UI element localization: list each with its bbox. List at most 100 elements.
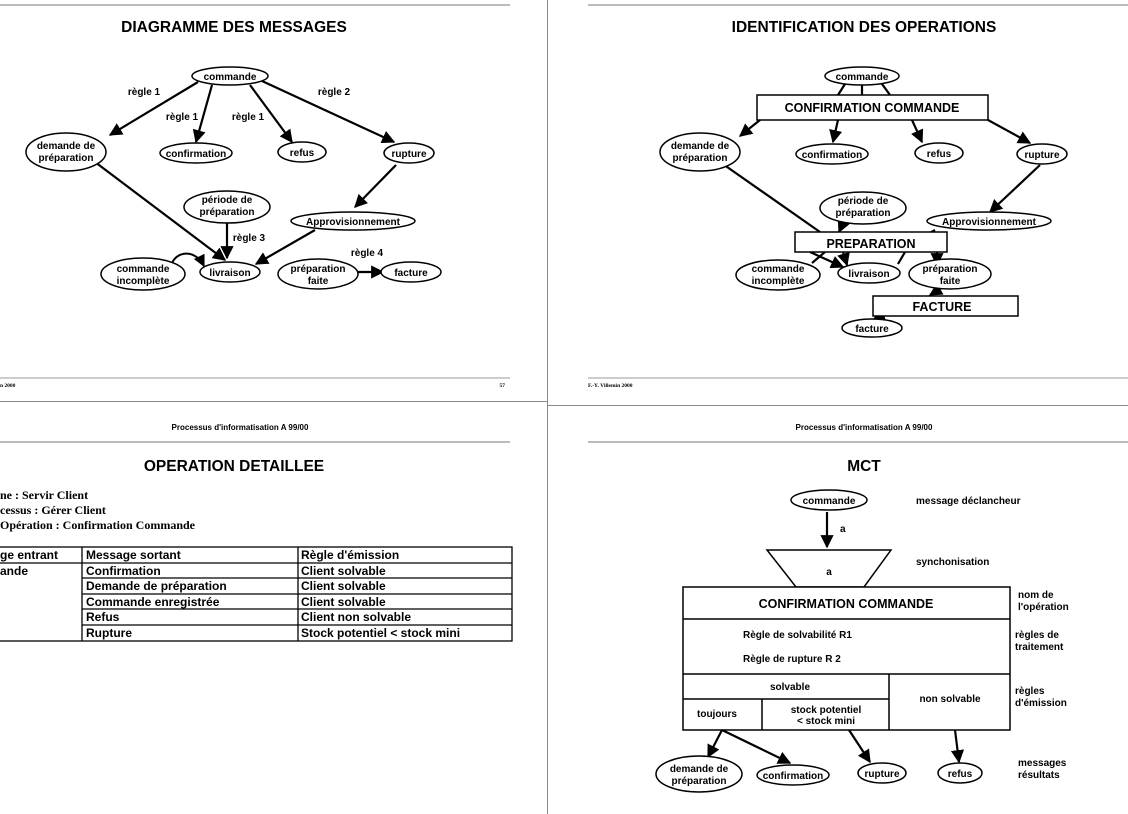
legend-emission-line1: règles [1015,686,1045,697]
node-demande-line1: demande de [37,141,96,152]
vertical-divider [547,0,548,814]
emission-non-solvable: non solvable [919,694,981,705]
table-header-entrant: ge entrant [0,548,58,562]
slide-operation-detaillee: Processus d'informatisation A 99/00 OPER… [0,402,547,814]
node-prepfaite-line2: faite [308,276,329,287]
table-cell: Confirmation [86,564,161,578]
operation-box [682,586,1011,731]
node-rupture: rupture [392,149,427,160]
process-line: cessus : Gérer Client [0,503,106,517]
node-periode-line2: préparation [835,208,890,219]
domain-line: ne : Servir Client [0,488,88,502]
legend-emission-line2: d'émission [1015,698,1067,709]
rule-label-1c: règle 1 [232,112,265,123]
operation-detail-slide: Processus d'informatisation A 99/00 OPER… [0,423,513,642]
op-confirmation-commande: CONFIRMATION COMMANDE [785,101,960,115]
legend-messages-line1: messages [1018,758,1067,769]
table-cell: ande [0,564,28,578]
node-facture: facture [855,324,889,335]
node-confirmation: confirmation [802,150,863,161]
result-refus: refus [948,769,973,780]
trigger-message-commande: commande [803,496,856,507]
node-incomplete-line1: commande [117,264,170,275]
table-cell: Refus [86,610,120,624]
node-periode-line1: période de [202,195,253,206]
operation-name: CONFIRMATION COMMANDE [759,597,934,611]
op-box-confirmation [756,94,989,121]
legend-declencheur: message déclancheur [916,496,1021,507]
result-demande-line1: demande de [670,764,729,775]
legend-regles-line2: traitement [1015,642,1064,653]
node-demande-line2: préparation [672,153,727,164]
node-incomplete-line1: commande [752,264,805,275]
node-periode-line2: préparation [199,207,254,218]
node-incomplete-line2: incomplète [752,276,805,287]
legend-nom-line2: l'opération [1018,602,1069,613]
legend-synchronisation: synchonisation [916,557,989,568]
node-demande-line2: préparation [38,153,93,164]
table-header-sortant: Message sortant [86,548,181,562]
rule-rupture: Règle de rupture R 2 [743,654,841,665]
node-rupture: rupture [1025,150,1060,161]
rule-label-1a: règle 1 [128,87,161,98]
page-number: 57 [500,383,506,389]
slide-header: Processus d'informatisation A 99/00 [796,423,933,432]
op-facture: FACTURE [912,300,971,314]
horizontal-divider-left [0,401,547,402]
emission-stock-line2: < stock mini [797,716,855,727]
table-cell: Rupture [86,626,132,640]
emission-stock-line1: stock potentiel [791,705,862,716]
node-commande: commande [836,72,889,83]
legend-messages-line2: résultats [1018,770,1060,781]
emission-toujours: toujours [697,709,737,720]
table-cell: Client solvable [301,595,386,609]
slide-mct: Processus d'informatisation A 99/00 MCT … [548,406,1128,814]
table-cell: Stock potentiel < stock mini [301,626,460,640]
node-livraison: livraison [848,269,889,280]
result-demande-line2: préparation [671,776,726,787]
legend-regles-line1: règles de [1015,630,1059,641]
slide-header: Processus d'informatisation A 99/00 [172,423,309,432]
node-periode-line1: période de [838,196,889,207]
operations-diagram: IDENTIFICATION DES OPERATIONS [588,4,1128,389]
node-refus: refus [927,149,952,160]
node-refus: refus [290,148,315,159]
horizontal-divider-right [548,405,1128,406]
node-commande: commande [204,72,257,83]
slide-title: IDENTIFICATION DES OPERATIONS [732,19,997,36]
node-approvisionnement: Approvisionnement [942,217,1037,228]
messages-table-grid [0,546,513,642]
table-cell: Commande enregistrée [86,595,220,609]
op-preparation: PREPARATION [826,237,915,251]
rule-label-3: règle 3 [233,233,266,244]
table-cell: Client non solvable [301,610,411,624]
node-demande-line1: demande de [671,141,730,152]
slide-title: DIAGRAMME DES MESSAGES [121,19,347,36]
result-rupture: rupture [865,769,900,780]
footer-left: n 2000 [0,383,16,389]
node-prepfaite-line2: faite [940,276,961,287]
result-confirmation: confirmation [763,771,824,782]
op-box-facture [872,295,1019,317]
table-cell: Demande de préparation [86,579,227,593]
mct-diagram: Processus d'informatisation A 99/00 MCT … [588,423,1128,793]
slide-identification-operations: IDENTIFICATION DES OPERATIONS [548,0,1128,405]
legend-nom-line1: nom de [1018,590,1054,601]
op-box-preparation [794,231,948,253]
table-header-regle: Règle d'émission [301,548,399,562]
footer-left: F.-Y. Villemin 2000 [588,383,633,389]
rule-solvabilite: Règle de solvabilité R1 [743,630,852,641]
rule-label-1b: règle 1 [166,112,199,123]
table-cell: Client solvable [301,564,386,578]
operation-line: Opération : Confirmation Commande [0,518,196,532]
arrow-label-a: a [840,524,846,535]
node-confirmation: confirmation [166,149,227,160]
slide-title: MCT [847,458,881,475]
slide-diagramme-messages: DIAGRAMME DES MESSAGES commande demande … [0,0,547,401]
table-cell: Client solvable [301,579,386,593]
node-prepfaite-line1: préparation [290,264,345,275]
rule-label-2: règle 2 [318,87,351,98]
rule-label-4: règle 4 [351,248,384,259]
node-facture: facture [394,268,428,279]
slide-title: OPERATION DETAILLEE [144,458,324,475]
